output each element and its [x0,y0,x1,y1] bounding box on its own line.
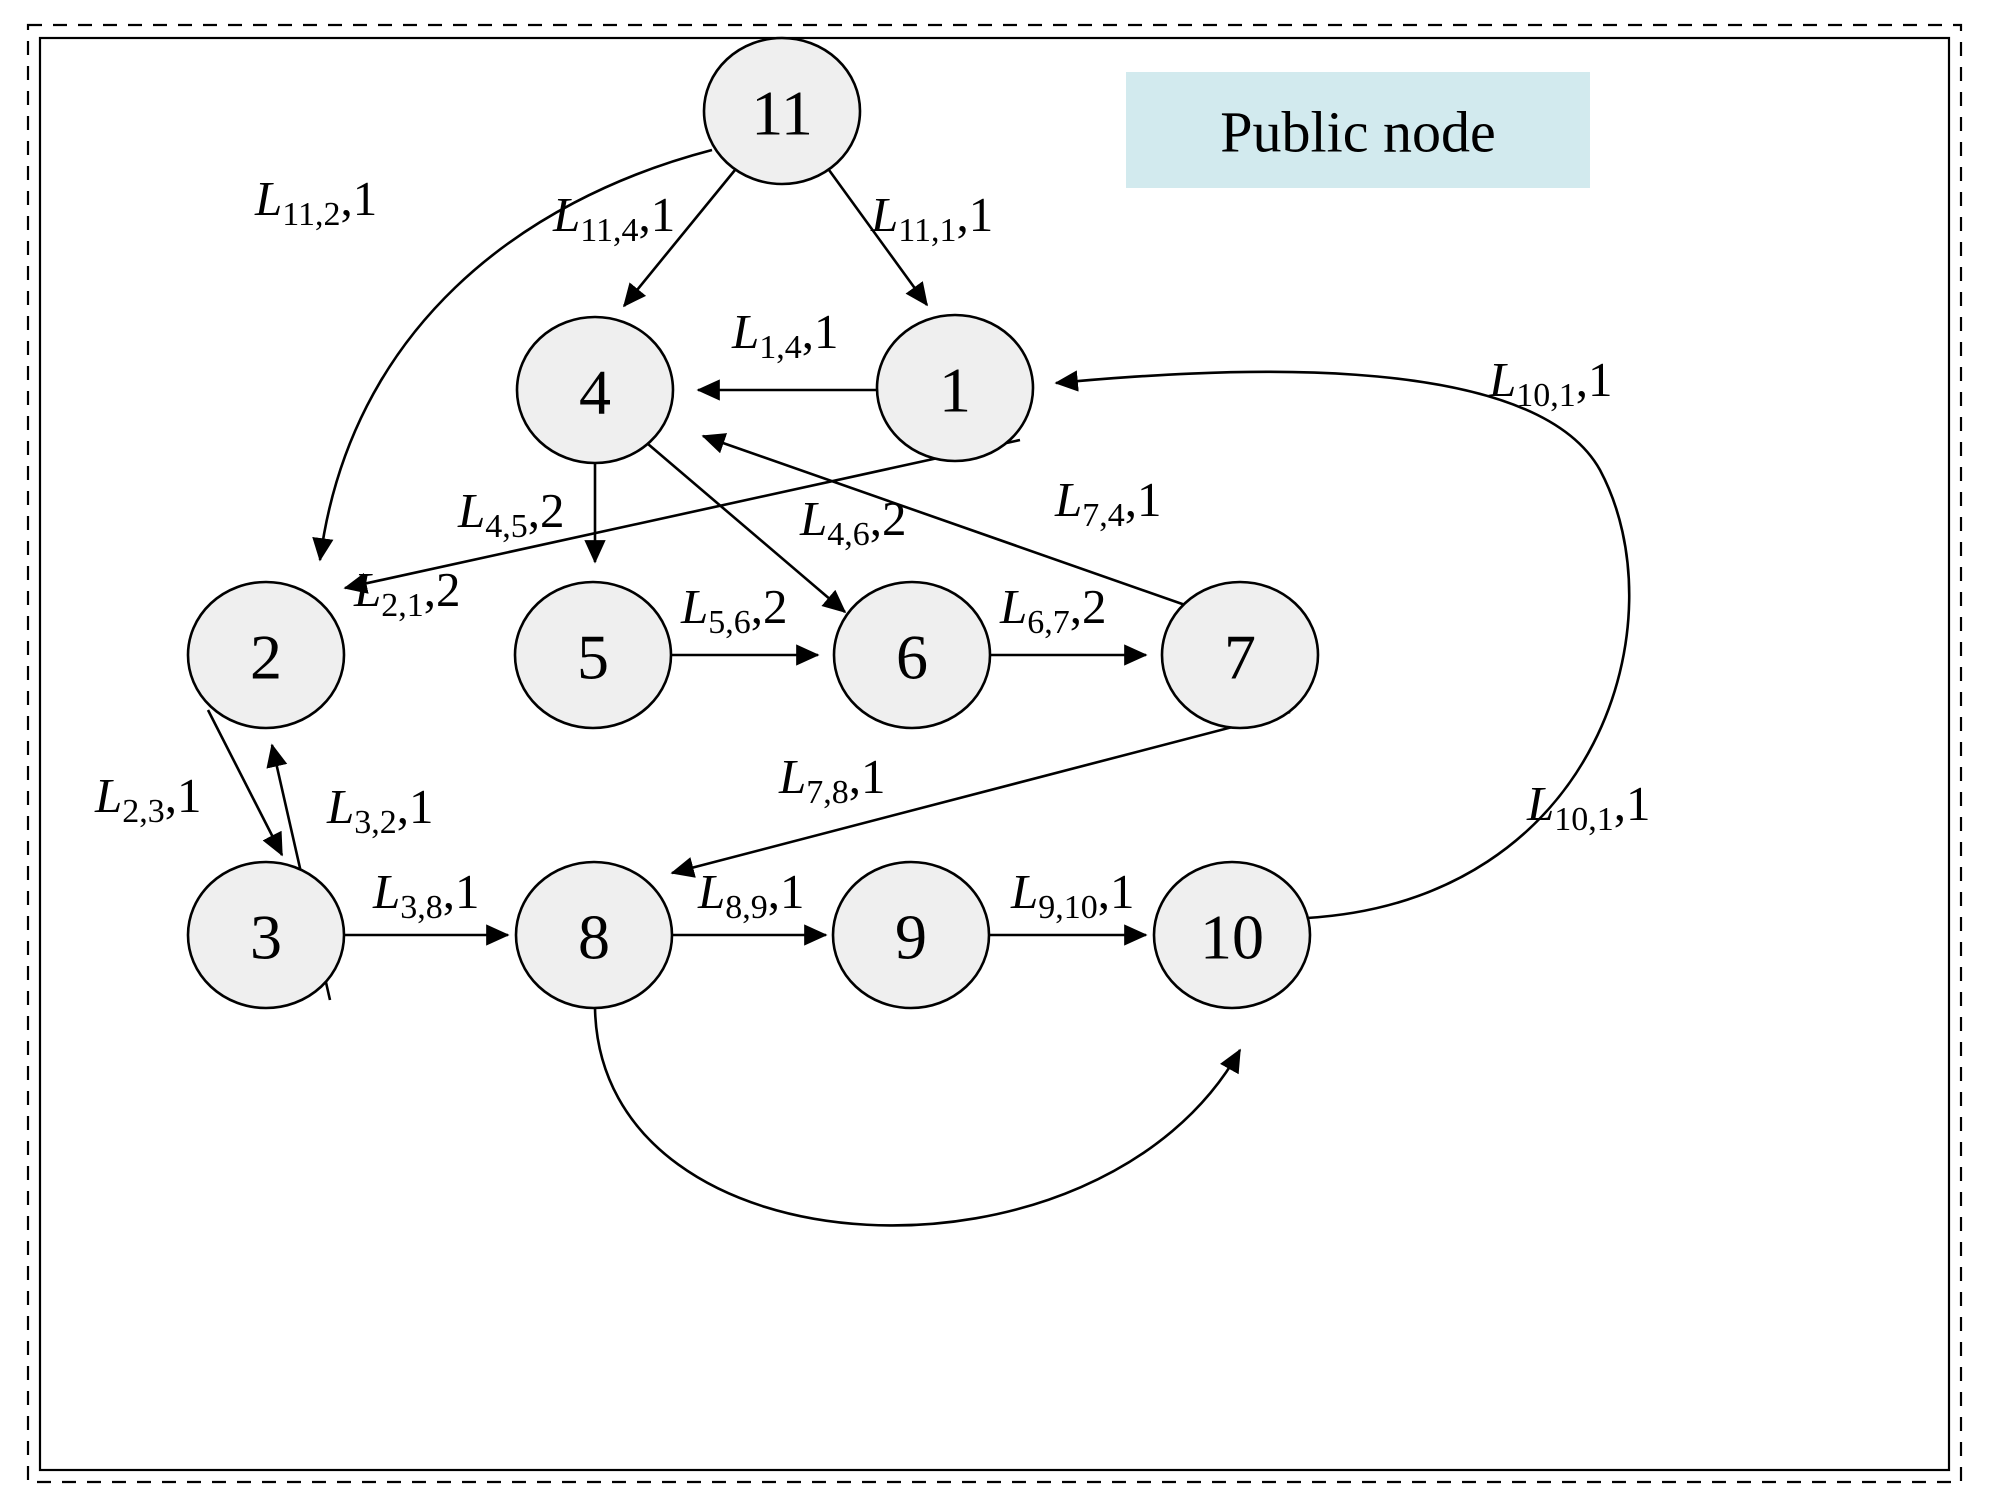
edge-label-1-4: L1,4,1 [731,304,839,366]
node-7[interactable]: 7 [1160,580,1320,730]
edge-label-6-7: L6,7,2 [999,579,1107,641]
edge-11-2 [312,148,713,562]
legend: Public node [1126,72,1590,188]
node-label-7: 7 [1224,622,1256,693]
node-9[interactable]: 9 [831,860,991,1010]
edge-2-1 [343,438,1021,594]
node-label-5: 5 [577,622,609,693]
edge-label-10-1-upper: L10,1,1 [1488,352,1613,414]
node-label-9: 9 [895,902,927,973]
node-2[interactable]: 2 [186,580,346,730]
node-3[interactable]: 3 [186,860,346,1010]
edge-label-4-6: L4,6,2 [799,491,907,553]
edge-label-3-2: L3,2,1 [326,779,434,841]
node-10[interactable]: 10 [1152,860,1312,1010]
edge-label-9-10: L9,10,1 [1010,864,1135,926]
edge-label-group: L11,2,1 L11,4,1 L11,1,1 L1,4,1 L10,1,1 L… [94,171,1651,926]
node-6[interactable]: 6 [832,580,992,730]
edge-label-2-3: L2,3,1 [94,768,202,830]
node-label-6: 6 [896,622,928,693]
edge-label-7-4: L7,4,1 [1054,472,1162,534]
node-label-11: 11 [751,78,813,149]
edge-label-8-9: L8,9,1 [697,864,805,926]
edge-7-4 [701,433,1189,608]
node-1[interactable]: 1 [875,313,1035,463]
edge-11-1 [827,169,929,307]
node-label-8: 8 [578,902,610,973]
legend-label: Public node [1220,100,1495,165]
inner-solid-border [38,36,1951,1472]
node-5[interactable]: 5 [513,580,673,730]
edge-label-5-6: L5,6,2 [680,579,788,641]
node-11[interactable]: 11 [702,36,862,186]
node-label-10: 10 [1200,902,1264,973]
node-label-2: 2 [250,622,282,693]
edge-4-6 [647,443,847,614]
edge-label-11-4: L11,4,1 [552,187,675,249]
node-label-4: 4 [579,357,611,428]
edge-label-4-5: L4,5,2 [457,483,565,545]
edge-label-10-1-lower: L10,1,1 [1526,776,1651,838]
node-4[interactable]: 4 [515,315,675,465]
node-label-3: 3 [250,902,282,973]
edge-label-11-2: L11,2,1 [254,171,377,233]
edge-10-1-outer [1054,370,1631,920]
node-group: 11 4 1 2 5 6 7 [186,36,1320,1010]
edge-2-3 [206,709,284,857]
edge-label-7-8: L7,8,1 [778,749,886,811]
legend-swatch [1126,72,1590,188]
edge-8-10 [593,1007,1242,1227]
edge-11-4 [622,169,737,308]
node-label-1: 1 [939,355,971,426]
edge-label-2-1: L2,1,2 [353,562,461,624]
outer-dashed-border [26,23,1963,1484]
edge-7-8 [670,710,1291,878]
node-8[interactable]: 8 [514,860,674,1010]
edge-label-11-1: L11,1,1 [870,187,993,249]
edge-label-3-8: L3,8,1 [372,864,480,926]
